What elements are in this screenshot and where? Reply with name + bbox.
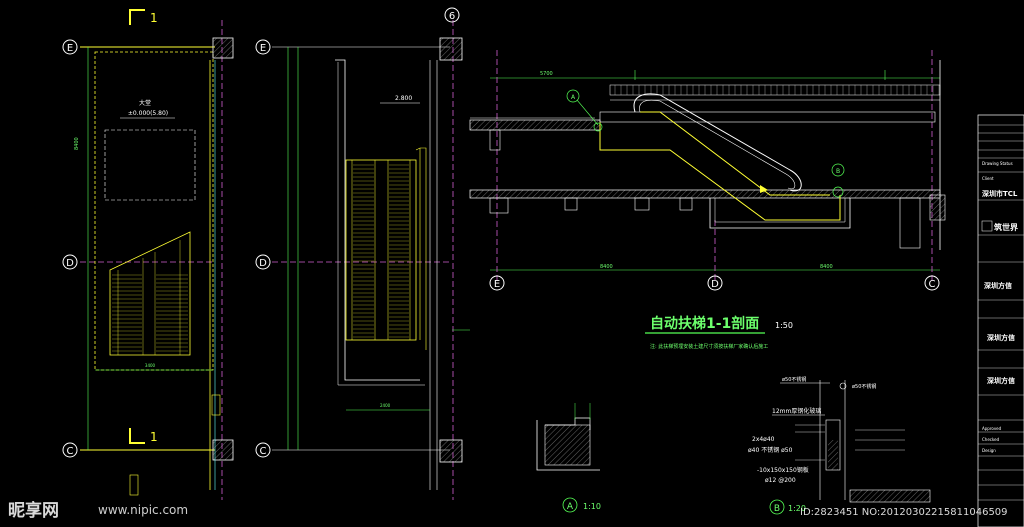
detail-b-note-5: -10x150x150钢板	[757, 466, 809, 474]
detail-b-note-4: ø40 不锈钢 ø50	[748, 446, 793, 454]
section-dim-3: 8400	[820, 264, 833, 270]
tb-project-2: 深圳方信	[987, 333, 1015, 342]
detail-b-scale: 1:20	[788, 504, 806, 513]
grid-c-label: C	[67, 446, 74, 457]
detail-b-note-3: 2x4ø40	[752, 436, 775, 443]
grid-c-label-mid: C	[260, 446, 267, 457]
tb-client-label: Client	[982, 176, 994, 181]
section-mark-top: 1	[150, 11, 158, 25]
tb-client-value: 深圳市TCL	[982, 189, 1018, 198]
watermark-logo: 昵享网	[8, 500, 59, 521]
grid-d-label-mid: D	[259, 258, 267, 269]
section-scale: 1:50	[775, 321, 793, 330]
watermark-url: www.nipic.com	[98, 503, 188, 517]
sec-grid-e: E	[494, 279, 500, 290]
detail-b-note-6: ø12 @200	[765, 477, 796, 484]
left-dim-text: 8400	[74, 137, 80, 150]
sec-grid-c: C	[929, 279, 936, 290]
sec-grid-d: D	[711, 279, 719, 290]
tb-architect: 筑世界	[994, 222, 1019, 232]
detail-b-note-2: ø50不锈钢	[782, 376, 806, 383]
tb-approved: Approved	[982, 426, 1002, 431]
title-block: Drawing Status Client 深圳市TCL 筑世界 深圳方信 深圳…	[977, 114, 1024, 527]
middle-plan: E D C 6 2.800 2400	[255, 7, 470, 500]
detail-b-note-2b: ø50不锈钢	[852, 383, 876, 390]
left-plan: E D C 1 1 8400 大堂 ±0.000(5.80) 3400	[62, 9, 234, 500]
tb-drawing-status: Drawing Status	[982, 161, 1013, 166]
tb-design: Design	[982, 448, 996, 453]
section-title: 自动扶梯1-1剖面	[650, 315, 759, 332]
tb-project-3: 深圳方信	[987, 376, 1015, 385]
watermark-id: ID:2823451 NO:20120302215811046509	[800, 507, 1008, 518]
elev-label-2: 2.800	[395, 95, 412, 102]
detail-a: A 1:10	[536, 403, 601, 513]
tb-project-1: 深圳方信	[984, 281, 1012, 290]
mid-bottom-dim: 2400	[380, 403, 391, 408]
section-dim-1: 5700	[540, 71, 553, 77]
lobby-label: 大堂	[139, 99, 151, 107]
grid-e-label-mid: E	[260, 43, 266, 54]
elev-label-1: ±0.000(5.80)	[128, 110, 168, 117]
escalator-section: 5700 8400 8400 E D C	[469, 50, 946, 350]
detail-b: ø50不锈钢 ø50不锈钢 12mm厚钢化玻璃 2x4ø40 ø40 不锈钢 ø…	[748, 376, 931, 515]
tb-checked: Checked	[982, 437, 1000, 442]
left-escalator-steps	[117, 240, 181, 355]
grid-e-label: E	[67, 43, 73, 54]
watermark: 昵享网 www.nipic.com ID:2823451 NO:20120302…	[8, 500, 1008, 521]
section-dim-2: 8400	[600, 264, 613, 270]
detail-a-scale: 1:10	[583, 502, 601, 511]
grid-d-label: D	[66, 258, 74, 269]
callout-a: A	[571, 94, 576, 101]
callout-b: B	[836, 168, 840, 175]
left-bottom-dim: 3400	[145, 363, 156, 368]
section-mark-bottom: 1	[150, 430, 158, 444]
grid-6-label: 6	[449, 11, 455, 22]
section-note: 注: 此扶梯预埋安装土建尺寸须按扶梯厂家确认后施工	[650, 343, 768, 350]
detail-b-label: B	[774, 504, 780, 514]
detail-a-label: A	[567, 502, 574, 512]
detail-b-note-1: 12mm厚钢化玻璃	[772, 407, 821, 415]
